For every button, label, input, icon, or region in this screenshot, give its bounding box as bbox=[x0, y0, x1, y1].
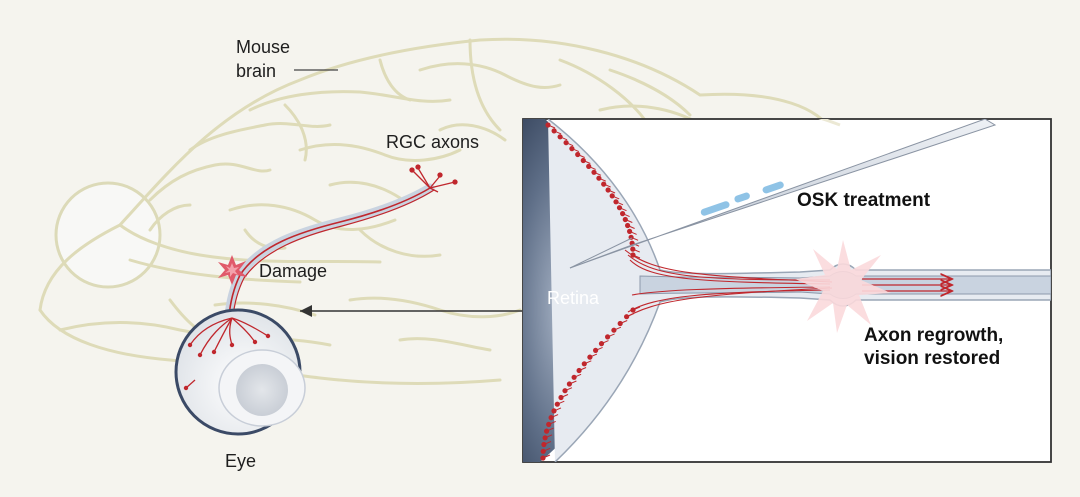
rgc-cell-axon bbox=[543, 447, 551, 452]
rgc-cell-axon bbox=[584, 360, 592, 365]
rgc-cell-axon bbox=[620, 320, 628, 324]
rgc-cell-axon bbox=[626, 313, 634, 318]
rgc-cell-axon bbox=[601, 340, 609, 345]
rgc-cell-axon bbox=[560, 394, 569, 398]
rgc-cell-axon bbox=[622, 213, 630, 218]
label-mouse: Mouse bbox=[236, 37, 291, 57]
rgc-cells bbox=[540, 122, 641, 461]
label-brain: brain bbox=[236, 61, 277, 81]
label-osk-treatment: OSK treatment bbox=[797, 190, 931, 211]
rgc-cell-axon bbox=[544, 434, 553, 439]
rgc-cell-axon bbox=[546, 427, 554, 432]
axon-bundle bbox=[624, 249, 833, 319]
rgc-cell-axon bbox=[548, 420, 556, 425]
rgc-cell bbox=[613, 199, 619, 205]
rgc-cell-axon bbox=[543, 441, 552, 445]
rgc-cell-axon bbox=[598, 177, 607, 182]
rgc-cell-axon bbox=[630, 236, 639, 241]
rgc-cell-axon bbox=[578, 367, 587, 371]
rgc-cell-axon bbox=[627, 225, 635, 229]
rgc-cell-axon bbox=[632, 306, 641, 311]
rgc-cell-axon bbox=[595, 346, 603, 351]
injection-needle bbox=[569, 119, 997, 269]
rgc-cell-axon bbox=[589, 353, 598, 358]
label-axon-regrowth: Axon regrowth, bbox=[864, 325, 1004, 346]
rgc-cell-axon bbox=[553, 407, 562, 412]
rgc-cell-axon bbox=[564, 387, 573, 392]
zoom-arrow bbox=[300, 305, 522, 317]
retina-detail-panel bbox=[522, 118, 1052, 463]
rgc-cell bbox=[596, 175, 602, 181]
rgc-cell-axon bbox=[553, 130, 562, 135]
rgc-cell-axon bbox=[603, 183, 611, 188]
label-retina: Retina bbox=[547, 288, 600, 308]
rgc-cell-axon bbox=[550, 414, 559, 419]
rgc-cell-axon bbox=[607, 333, 615, 338]
label-eye: Eye bbox=[225, 451, 257, 471]
rgc-cell-axon bbox=[615, 201, 624, 206]
rgc-cell-axon bbox=[607, 189, 616, 194]
rgc-cell-axon bbox=[557, 400, 565, 405]
rgc-cell-axon bbox=[632, 254, 641, 259]
rgc-cell-axon bbox=[569, 380, 577, 385]
label-damage: Damage bbox=[259, 261, 328, 281]
eye-illustration bbox=[174, 308, 306, 436]
rgc-cell-axon bbox=[613, 326, 622, 331]
label-vision-restored: vision restored bbox=[864, 348, 1001, 369]
rgc-cell-axon bbox=[625, 219, 633, 223]
rgc-cell-axon bbox=[619, 207, 627, 212]
rgc-cell-axon bbox=[565, 142, 574, 147]
rgc-cell-axon bbox=[547, 124, 556, 129]
damage-star-icon bbox=[218, 255, 247, 285]
rgc-cell bbox=[591, 169, 597, 175]
rgc-cell bbox=[557, 134, 563, 140]
rgc-cell-axon bbox=[559, 136, 568, 141]
rgc-cell-axon bbox=[583, 160, 591, 164]
damage-burst-icon bbox=[795, 240, 891, 333]
rgc-cell-axon bbox=[593, 171, 602, 176]
rgc-cell bbox=[563, 140, 569, 146]
rgc-axon-terminals bbox=[409, 164, 458, 193]
rgc-cell-axon bbox=[612, 195, 620, 200]
rgc-cell-axon bbox=[629, 230, 637, 235]
rgc-cell-axon bbox=[571, 148, 580, 153]
rgc-cell-axon bbox=[588, 165, 596, 170]
rgc-cell-axon bbox=[577, 154, 585, 158]
rgc-cell bbox=[616, 205, 623, 211]
rgc-cell-axon bbox=[632, 248, 640, 253]
label-rgc-axons: RGC axons bbox=[386, 132, 480, 152]
rgc-cell-axon bbox=[542, 454, 551, 459]
rgc-cell-axon bbox=[573, 373, 582, 378]
